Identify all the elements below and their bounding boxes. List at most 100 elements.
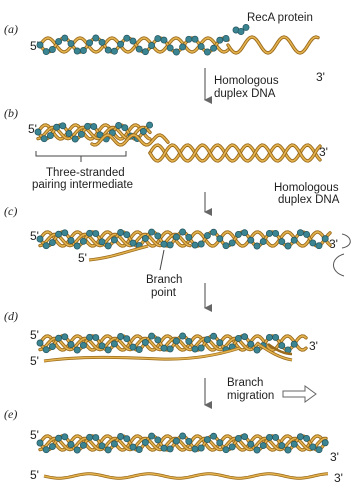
reca-bead: [87, 230, 93, 236]
reca-bead: [136, 447, 142, 453]
reca-bead: [111, 48, 117, 54]
reca-bead: [211, 333, 217, 339]
reca-bead: [142, 339, 148, 345]
reca-bead: [124, 436, 130, 442]
reca-bead: [62, 334, 68, 340]
pairing-intermediate-bracket: [36, 151, 126, 162]
reca-bead: [56, 335, 62, 341]
reca-bead: [285, 243, 291, 249]
reca-bead: [140, 128, 146, 134]
reca-bead: [87, 334, 93, 340]
branch-point-pointer: [160, 250, 164, 270]
reca-bead: [124, 35, 130, 41]
reca-bead: [266, 434, 272, 440]
reca-bead: [54, 124, 60, 130]
reca-bead: [186, 36, 192, 42]
reca-bead: [37, 440, 43, 446]
reca-bead: [130, 240, 136, 246]
reca-bead: [43, 243, 49, 249]
panel-c-loop-lower: [334, 254, 345, 276]
reca-bead: [111, 237, 117, 243]
reca-bead: [297, 230, 303, 236]
reca-bead: [68, 41, 74, 47]
reca-bead: [310, 444, 316, 450]
reca-bead: [291, 341, 297, 347]
reca-bead: [49, 444, 55, 450]
reca-bead: [118, 333, 124, 339]
reca-bead: [155, 233, 161, 239]
reca-bead: [273, 334, 279, 340]
reca-bead: [266, 334, 272, 340]
reca-bead: [217, 340, 223, 346]
reca-bead: [122, 125, 128, 131]
reca-bead: [80, 238, 86, 244]
reca-bead: [93, 35, 99, 41]
homologous-duplex-label-1: Homologous: [214, 75, 279, 87]
reca-bead: [56, 231, 62, 237]
reca-bead: [99, 343, 105, 349]
reca-bead: [149, 42, 155, 48]
reca-bead: [217, 37, 223, 43]
reca-bead: [111, 441, 117, 447]
reca-bead: [111, 341, 117, 347]
reca-bead: [266, 230, 272, 236]
reca-bead: [105, 347, 111, 353]
panel-d-5prime: 5': [30, 328, 39, 342]
reca-bead: [161, 241, 167, 247]
reca-bead: [93, 335, 99, 341]
reca-bead: [273, 230, 279, 236]
reca-bead: [49, 344, 55, 350]
reca-bead: [297, 434, 303, 440]
reca-bead: [211, 45, 217, 51]
reca-bead: [105, 447, 111, 453]
panel-c: (c) 5' 3' 5' Branch point: [4, 204, 350, 299]
reca-bead: [35, 129, 41, 135]
reca-bead: [180, 433, 186, 439]
three-stranded-label-1: Three-stranded: [46, 167, 125, 179]
branch-migration-arrow-icon: [283, 386, 316, 402]
reca-bead: [198, 44, 204, 50]
reca-bead: [291, 441, 297, 447]
reca-bead: [167, 45, 173, 51]
reca-bead: [161, 345, 167, 351]
reca-bead: [41, 136, 47, 142]
reca-bead: [74, 347, 80, 353]
reca-bead: [105, 47, 111, 53]
reca-bead: [167, 446, 173, 452]
reca-bead: [173, 438, 179, 444]
reca-bead: [211, 229, 217, 235]
branch-migration-label-1: Branch: [227, 377, 263, 389]
homologous-duplex-label-2: duplex DNA: [214, 88, 276, 100]
reca-bead: [78, 131, 84, 137]
reca-bead: [93, 231, 99, 237]
panel-b-three-strand-helix: [35, 122, 153, 142]
reca-bead: [235, 231, 241, 237]
reca-bead: [248, 341, 254, 347]
reca-bead: [223, 243, 229, 249]
branch-point-label-2: point: [151, 287, 177, 299]
reca-bead: [68, 441, 74, 447]
reca-bead: [285, 447, 291, 453]
reca-bead: [149, 333, 155, 339]
reca-bead: [118, 41, 124, 47]
reca-bead: [155, 36, 161, 42]
reca-bead: [74, 48, 80, 54]
reca-bead: [47, 133, 53, 139]
reca-bead: [124, 232, 130, 238]
reca-bead: [99, 239, 105, 245]
panel-e-3prime: 3': [330, 450, 339, 464]
reca-bead: [254, 243, 260, 249]
reca-bead: [155, 437, 161, 443]
reca-bead: [136, 347, 142, 353]
panel-d: (d) 5' 3' 5' Branch migration: [4, 309, 318, 402]
reca-bead: [173, 49, 179, 55]
reca-bead: [118, 433, 124, 439]
reca-bead: [49, 46, 55, 52]
reca-bead: [43, 347, 49, 353]
reca-bead: [93, 435, 99, 441]
reca-bead: [124, 336, 130, 342]
panel-a-3prime: 3': [316, 70, 325, 84]
reca-bead: [316, 447, 322, 453]
reca-bead: [37, 236, 43, 242]
reca-bead: [279, 343, 285, 349]
